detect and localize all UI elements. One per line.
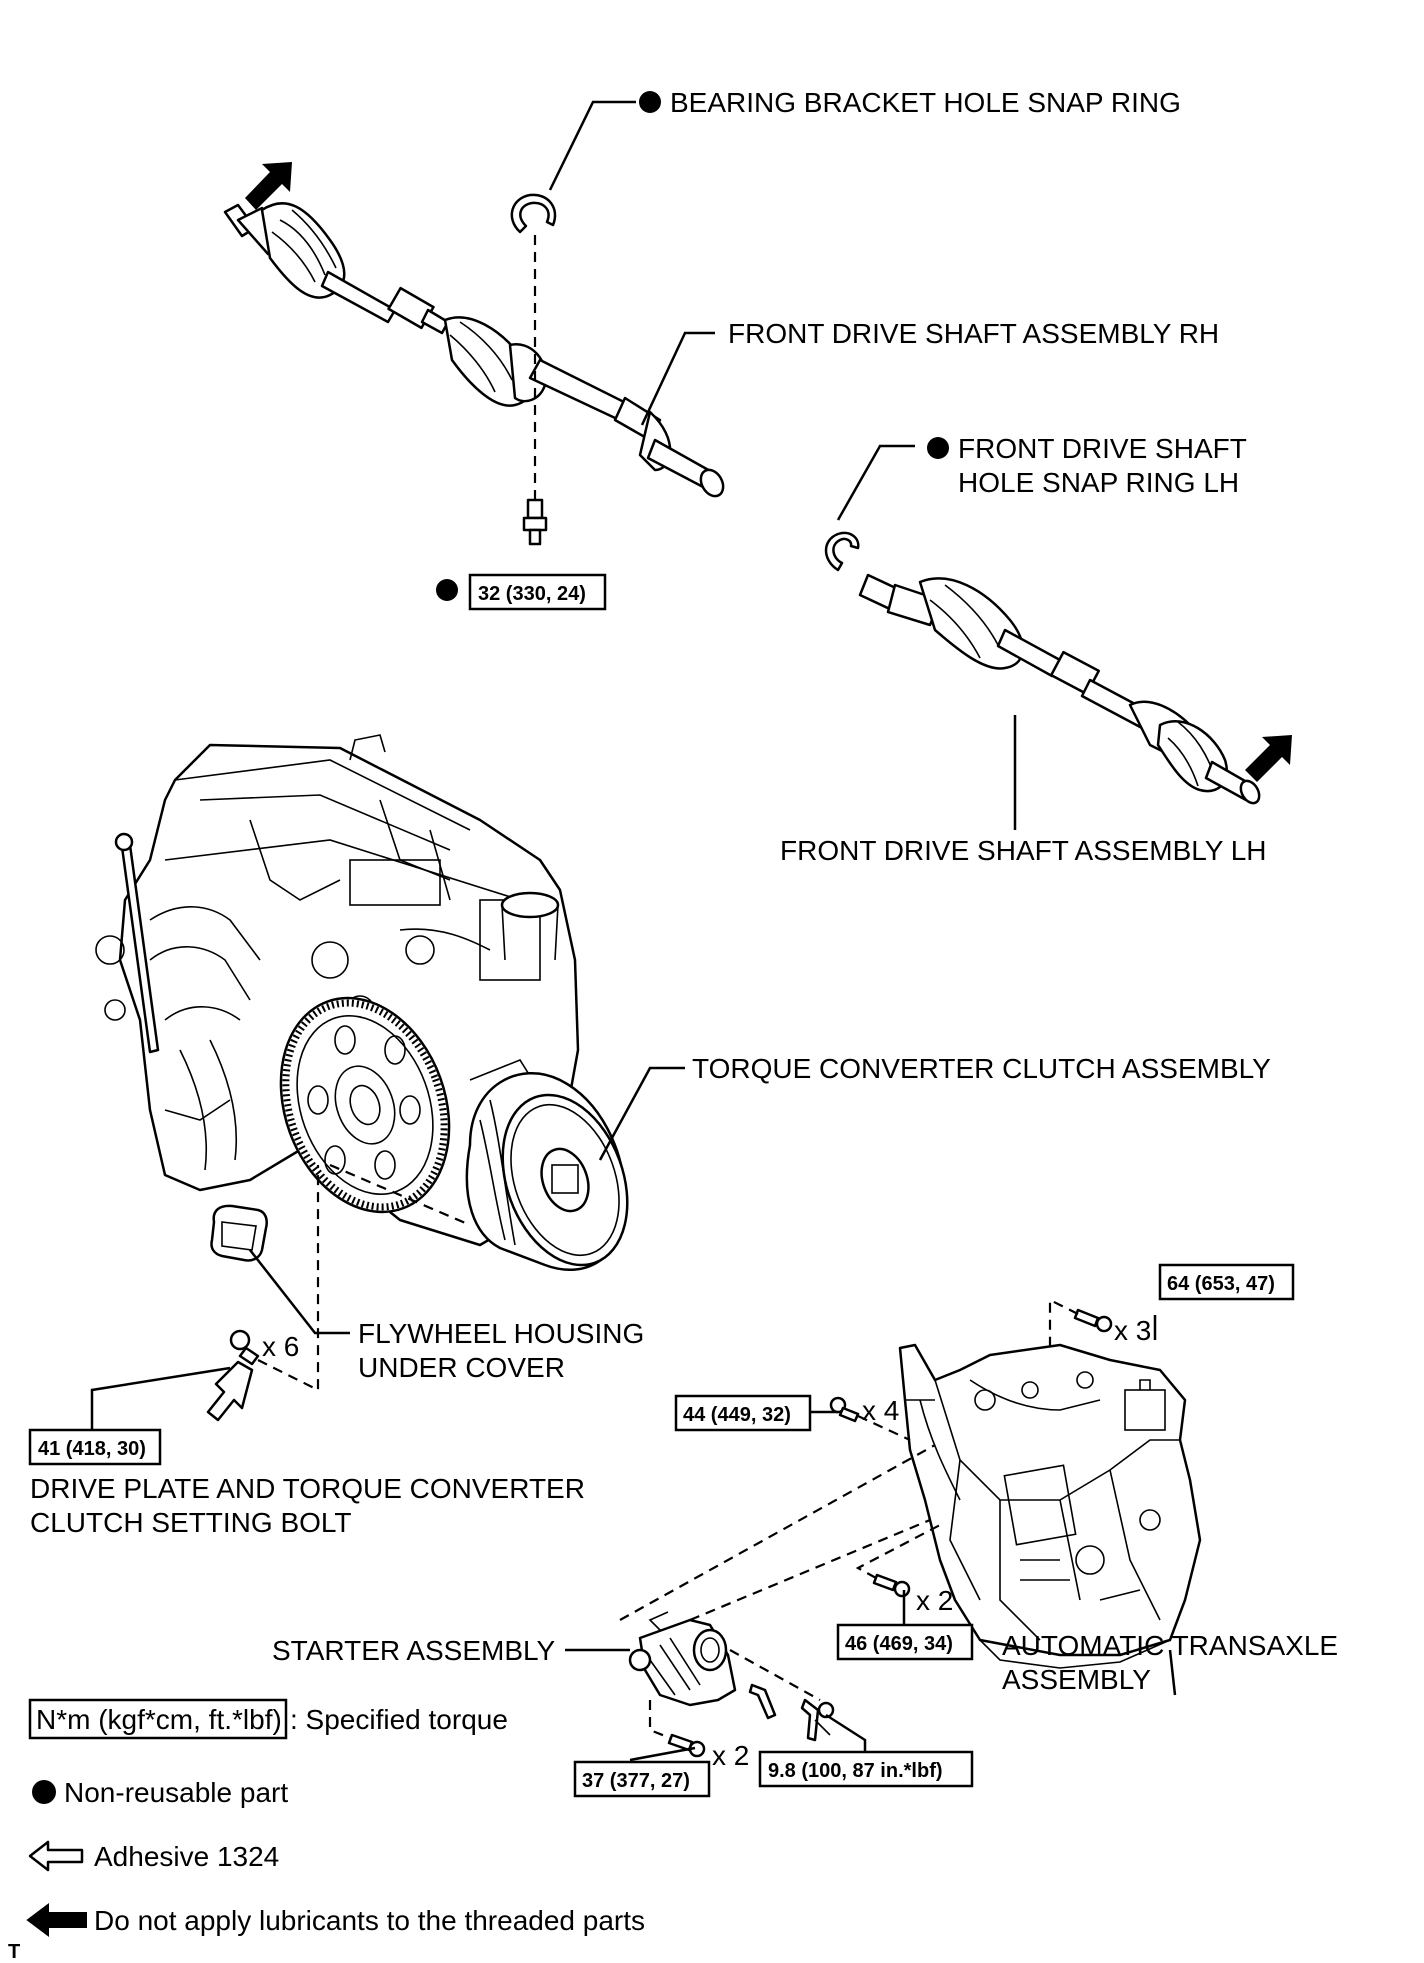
shaft-rh-label: FRONT DRIVE SHAFT ASSEMBLY RH [728,318,1219,349]
torque-converter-label: TORQUE CONVERTER CLUTCH ASSEMBLY [692,1053,1271,1084]
legend-adhesive: Adhesive 1324 [94,1841,279,1872]
engine-assembly [95,734,580,1247]
non-reusable-dot [927,437,949,459]
legend-dot-icon [32,1780,56,1804]
torque-transaxle-top: 64 (653, 47) [1167,1273,1275,1295]
setting-bolt-label-1: DRIVE PLATE AND TORQUE CONVERTER [30,1473,585,1504]
legend-torque-desc: : Specified torque [290,1704,508,1735]
qty-transaxle-top: x 3 [1114,1315,1151,1346]
bearing-bracket-snap-ring [510,193,557,234]
front-drive-shaft-lh [858,573,1292,805]
drive-plate [279,996,451,1214]
torque-transaxle-side: 44 (449, 32) [683,1404,791,1426]
qty-transaxle-bottom: x 2 [916,1585,953,1616]
transaxle-label-1: AUTOMATIC TRANSAXLE [1002,1630,1338,1661]
legend: N*m (kgf*cm, ft.*lbf) : Specified torque… [26,1698,645,1937]
adhesive-arrow [206,1360,254,1422]
snap-ring-lh-label-2: HOLE SNAP RING LH [958,467,1239,498]
setting-bolt [229,1329,260,1366]
torque-starter-terminal: 9.8 (100, 87 in.*lbf) [768,1760,943,1782]
legend-non-reusable: Non-reusable part [64,1777,288,1808]
torque-starter-bolt: 37 (377, 27) [582,1770,690,1792]
legend-adhesive-arrow-icon [28,1840,84,1872]
flywheel-cover-label-2: UNDER COVER [358,1352,565,1383]
transaxle-bolt-bottom [872,1573,911,1598]
non-reusable-dot [639,91,661,113]
qty-transaxle-side: x 4 [862,1395,899,1426]
bracket-bolt [522,498,548,546]
flywheel-housing-under-cover [210,1204,268,1262]
torque-bracket-bolt: 32 (330, 24) [478,583,586,605]
qty-setting-bolt: x 6 [262,1331,299,1362]
corner-mark: T [8,1941,20,1963]
setting-bolt-label-2: CLUTCH SETTING BOLT [30,1507,352,1538]
front-drive-shaft-hole-snap-ring-lh [824,531,860,572]
legend-torque-key: N*m (kgf*cm, ft.*lbf) [36,1704,282,1735]
starter-label: STARTER ASSEMBLY [272,1635,556,1666]
bearing-snap-ring-label: BEARING BRACKET HOLE SNAP RING [670,87,1181,118]
legend-no-lubricant: Do not apply lubricants to the threaded … [94,1905,645,1936]
automatic-transaxle [898,1343,1202,1669]
torque-transaxle-bottom: 46 (469, 34) [845,1633,953,1655]
flywheel-cover-label-1: FLYWHEEL HOUSING [358,1318,644,1349]
transaxle-bolt-side [829,1396,860,1423]
torque-setting-bolt: 41 (418, 30) [38,1438,146,1460]
starter-terminal-nut [748,1683,835,1742]
transaxle-bolt-top [1073,1308,1113,1333]
snap-ring-lh-label-1: FRONT DRIVE SHAFT [958,433,1247,464]
shaft-lh-label: FRONT DRIVE SHAFT ASSEMBLY LH [780,835,1267,866]
transaxle-label-2: ASSEMBLY [1002,1664,1151,1695]
front-drive-shaft-rh [223,162,725,498]
legend-no-lubricant-arrow-icon [26,1903,87,1937]
non-reusable-dot [436,579,458,601]
qty-starter-bolt: x 2 [712,1740,749,1771]
starter-assembly [628,1611,737,1707]
leader-lines [90,100,1177,1762]
torque-converter [465,1071,629,1271]
